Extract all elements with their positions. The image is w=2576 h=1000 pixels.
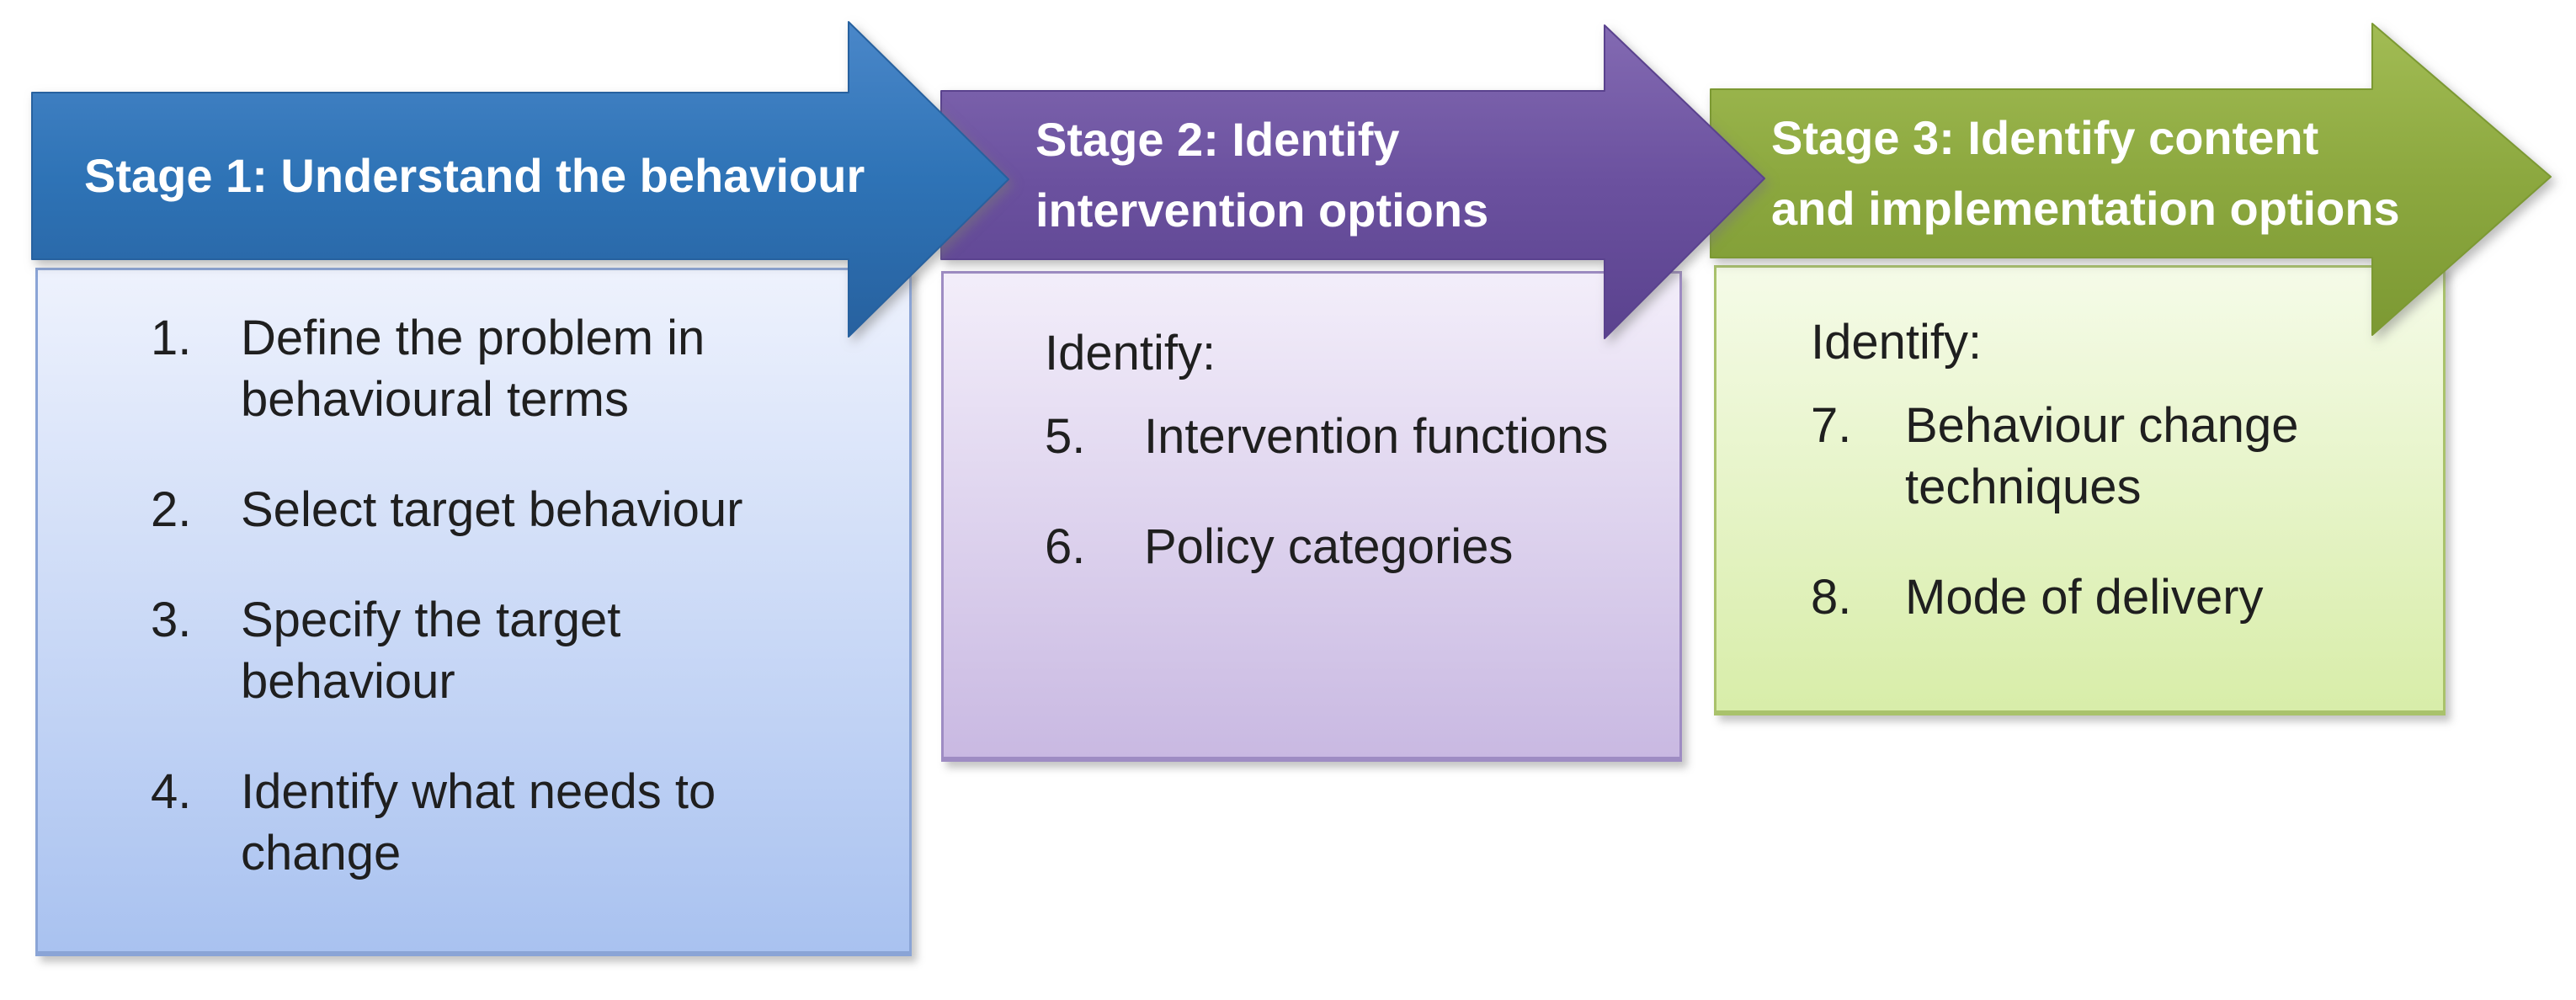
stage-2-box: Identify: 5. Intervention functions 6. P… [941, 271, 1682, 762]
item-number: 7. [1811, 398, 1852, 453]
stage-1-box: 1. Define the problem in behavioural ter… [35, 268, 912, 956]
stage-2-identify-label: Identify: [1045, 326, 1216, 380]
item-text: Behaviour change techniques [1905, 398, 2299, 514]
list-item: 6. Policy categories [1045, 516, 1679, 577]
stage-2-title-line-1: Stage 2: Identify [1035, 113, 1400, 166]
stage-3-box: Identify: 7. Behaviour change techniques… [1714, 265, 2446, 715]
item-text: Select target behaviour [241, 482, 743, 537]
stage-3-title-line-2: and implementation options [1771, 182, 2400, 235]
item-number: 6. [1045, 519, 1086, 574]
stage-1-title: Stage 1: Understand the behaviour [84, 93, 943, 259]
item-number: 8. [1811, 570, 1852, 625]
stage-1-title-line: Stage 1: Understand the behaviour [84, 149, 865, 202]
stage-2-title-line-2: intervention options [1035, 184, 1489, 237]
list-item: 5. Intervention functions [1045, 406, 1679, 467]
stage-2-title: Stage 2: Identify intervention options [1035, 91, 1625, 259]
list-item: 3. Specify the target behaviour [151, 589, 909, 712]
item-number: 2. [151, 482, 192, 537]
item-text: Mode of delivery [1905, 570, 2264, 625]
stage-3-identify-label: Identify: [1811, 315, 1983, 370]
item-number: 5. [1045, 409, 1086, 464]
list-item: 1. Define the problem in behavioural ter… [151, 307, 909, 430]
stage-2-list: 5. Intervention functions 6. Policy cate… [1045, 406, 1679, 577]
stage-1-list: 1. Define the problem in behavioural ter… [151, 307, 909, 884]
stage-3-list: 7. Behaviour change techniques 8. Mode o… [1811, 395, 2443, 628]
list-item: 8. Mode of delivery [1811, 566, 2443, 628]
stage-3-title-line-1: Stage 3: Identify content [1771, 111, 2319, 164]
item-number: 1. [151, 311, 192, 365]
item-number: 4. [151, 764, 192, 819]
item-text: Identify what needs to change [241, 764, 716, 880]
list-item: 4. Identify what needs to change [151, 761, 909, 884]
item-text: Policy categories [1144, 519, 1514, 574]
item-text: Define the problem in behavioural terms [241, 311, 705, 427]
item-number: 3. [151, 593, 192, 647]
item-text: Specify the target behaviour [241, 593, 621, 709]
list-item: 2. Select target behaviour [151, 479, 909, 540]
item-text: Intervention functions [1144, 409, 1609, 464]
stage-3-title: Stage 3: Identify content and implementa… [1771, 89, 2445, 258]
list-item: 7. Behaviour change techniques [1811, 395, 2443, 518]
